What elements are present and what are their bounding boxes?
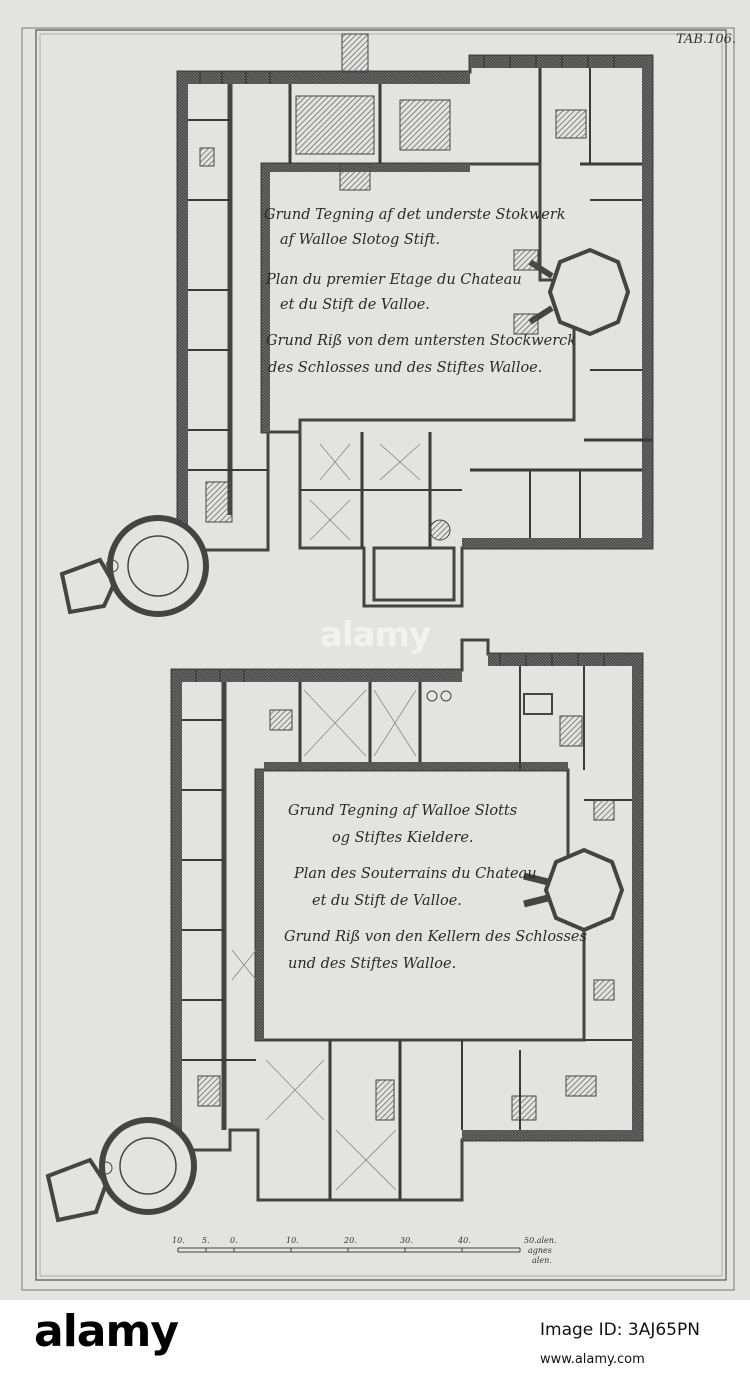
title-line: Plan des Souterrains du Chateau bbox=[294, 866, 537, 882]
scale-tick-label: 20. bbox=[344, 1236, 357, 1245]
title-line: des Schlosses und des Stiftes Walloe. bbox=[268, 359, 543, 376]
engraving-plate: TAB.106. Grund Tegning af det underste S… bbox=[0, 0, 750, 1300]
watermark: alamy bbox=[320, 615, 431, 655]
lower-floor-plan bbox=[45, 638, 644, 1223]
title-line: et du Stift de Valloe. bbox=[312, 892, 462, 909]
title-line: Grund Riß von dem untersten Stockwerck bbox=[266, 333, 577, 349]
scale-unit-label: agnes bbox=[528, 1246, 552, 1255]
footer-bar bbox=[0, 1300, 750, 1390]
title-line: og Stiftes Kieldere. bbox=[332, 829, 474, 846]
alamy-logo: alamy bbox=[34, 1306, 179, 1357]
upper-floor-plan bbox=[59, 33, 654, 617]
scale-tick-label: 10. bbox=[286, 1236, 299, 1245]
title-line: Grund Tegning af det underste Stokwerk bbox=[264, 207, 566, 223]
scale-bar bbox=[177, 1247, 521, 1253]
title-line: Plan du premier Etage du Chateau bbox=[266, 272, 522, 288]
plate-number: TAB.106. bbox=[676, 32, 736, 47]
title-line: Grund Riß von den Kellern des Schlosses bbox=[284, 929, 587, 945]
scale-tick-label: 30. bbox=[400, 1236, 413, 1245]
title-line: und des Stiftes Walloe. bbox=[288, 955, 457, 972]
site-url: www.alamy.com bbox=[540, 1352, 645, 1367]
title-line: af Walloe Slotog Stift. bbox=[280, 231, 441, 248]
scale-tick-label: 0. bbox=[230, 1236, 238, 1245]
lower-plan-title: Grund Tegning af Walloe Slotts og Stifte… bbox=[284, 803, 587, 972]
scale-unit-label: alen. bbox=[532, 1256, 552, 1265]
title-line: et du Stift de Valloe. bbox=[280, 296, 430, 313]
scale-unit-label: 50.alen. bbox=[524, 1236, 557, 1245]
scale-tick-label: 5. bbox=[202, 1236, 210, 1245]
scale-tick-label: 10. bbox=[172, 1236, 185, 1245]
title-line: Grund Tegning af Walloe Slotts bbox=[288, 803, 518, 819]
upper-plan-title: Grund Tegning af det underste Stokwerk a… bbox=[264, 208, 576, 375]
floor-plans-drawing bbox=[21, 27, 735, 1291]
image-id-label: Image ID: 3AJ65PN bbox=[540, 1320, 700, 1340]
scale-tick-label: 40. bbox=[458, 1236, 471, 1245]
